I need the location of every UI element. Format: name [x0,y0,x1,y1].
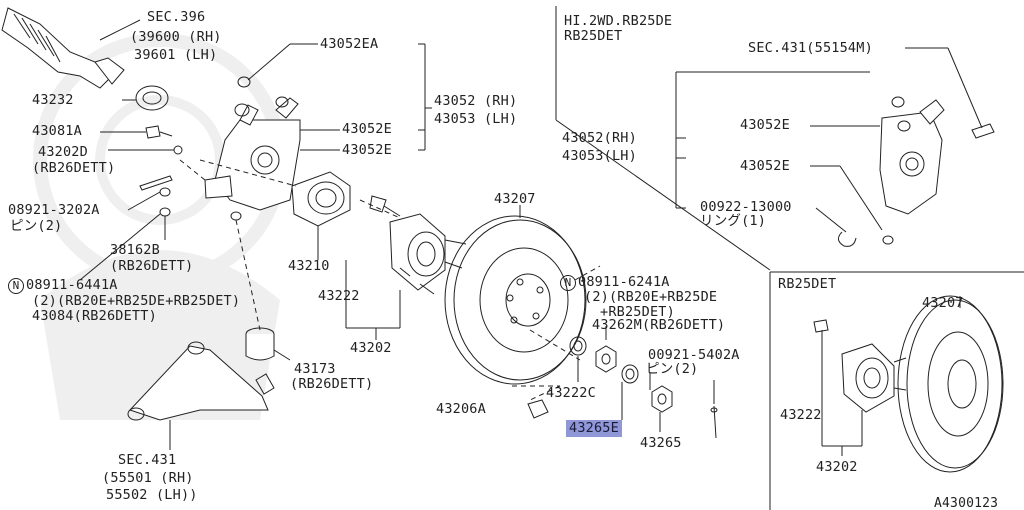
label-43206a[interactable]: 43206A [436,401,486,417]
label-43222c[interactable]: 43222C [546,385,596,401]
label-43207-main[interactable]: 43207 [494,191,536,207]
label-ring-1: リング(1) [700,213,767,229]
label-rb26dett-1: (RB26DETT) [32,160,116,176]
label-43052e-a[interactable]: 43052E [342,121,392,137]
inset-title-line2: RB25DET [564,28,623,44]
label-inset-43052-rh[interactable]: 43052(RH) [562,130,637,146]
figure-id: A4300123 [934,496,999,510]
inset-rb25det-title: RB25DET [778,276,837,292]
label-43173[interactable]: 43173 [294,361,336,377]
label-43202d[interactable]: 43202D [38,144,88,160]
label-sec431-inset[interactable]: SEC.431(55154M) [748,40,873,56]
rb25det-disc-part [897,295,1004,473]
inset-title-line1: HI.2WD.RB25DE [564,13,673,29]
label-sec431-main[interactable]: SEC.431 [118,452,177,468]
label-qty-note-2: (2)(RB20E+RB25DE [584,289,718,305]
label-pin-2-b: ピン(2) [646,361,699,377]
label-43052-rh[interactable]: 43052 (RH) [434,93,518,109]
n-mark-2: N [560,275,576,291]
label-39600[interactable]: (39600 (RH) [130,29,222,45]
label-43262m[interactable]: 43262M(RB26DETT) [592,317,726,333]
label-43052ea[interactable]: 43052EA [320,36,379,52]
knuckle-part [204,76,301,221]
label-sec396[interactable]: SEC.396 [147,9,206,25]
label-43053-lh[interactable]: 43053 (LH) [434,111,518,127]
label-43222-main[interactable]: 43222 [318,288,360,304]
label-00921-5402a[interactable]: 00921-5402A [648,347,740,363]
brake-disc-part [444,215,587,385]
label-08921-3202a[interactable]: 08921-3202A [8,202,100,218]
label-qty-note-1: (2)(RB20E+RB25DE+RB25DET) [32,293,241,309]
label-55502[interactable]: 55502 (LH)) [106,487,198,503]
rb25det-hub-part [841,343,907,413]
label-43265[interactable]: 43265 [640,435,682,451]
label-inset-43052e-a[interactable]: 43052E [740,117,790,133]
label-08911-6241a[interactable]: 08911-6241A [578,274,670,290]
label-43052e-b[interactable]: 43052E [342,142,392,158]
label-00922-13000[interactable]: 00922-13000 [700,199,792,215]
label-rb26dett-3: (RB26DETT) [290,376,374,392]
label-qty-note-2b: +RB25DET) [600,304,675,320]
label-39601[interactable]: 39601 (LH) [134,47,218,63]
label-43081a[interactable]: 43081A [32,123,82,139]
label-55501[interactable]: (55501 (RH) [102,470,194,486]
label-inset-43052e-b[interactable]: 43052E [740,158,790,174]
label-43202-main[interactable]: 43202 [350,340,392,356]
label-43232[interactable]: 43232 [32,92,74,108]
n-mark-1: N [8,278,24,294]
drive-shaft-part [1,7,125,89]
label-38162b[interactable]: 38162B [110,242,160,258]
hub-part [389,213,467,295]
label-08911-6441a[interactable]: 08911-6441A [26,277,118,293]
label-rb26dett-2: (RB26DETT) [110,258,194,274]
label-inset-43053-lh[interactable]: 43053(LH) [562,148,637,164]
label-43265e-highlighted[interactable]: 43265E [566,420,622,437]
label-43210[interactable]: 43210 [288,258,330,274]
label-pin-2-a: ピン(2) [10,218,63,234]
label-rb-43222[interactable]: 43222 [780,407,822,423]
label-43084[interactable]: 43084(RB26DETT) [32,308,157,324]
label-rb-43207[interactable]: 43207 [922,295,964,311]
label-rb-43202[interactable]: 43202 [816,459,858,475]
inset-knuckle-part [879,96,995,245]
lower-arm-part [127,341,275,421]
